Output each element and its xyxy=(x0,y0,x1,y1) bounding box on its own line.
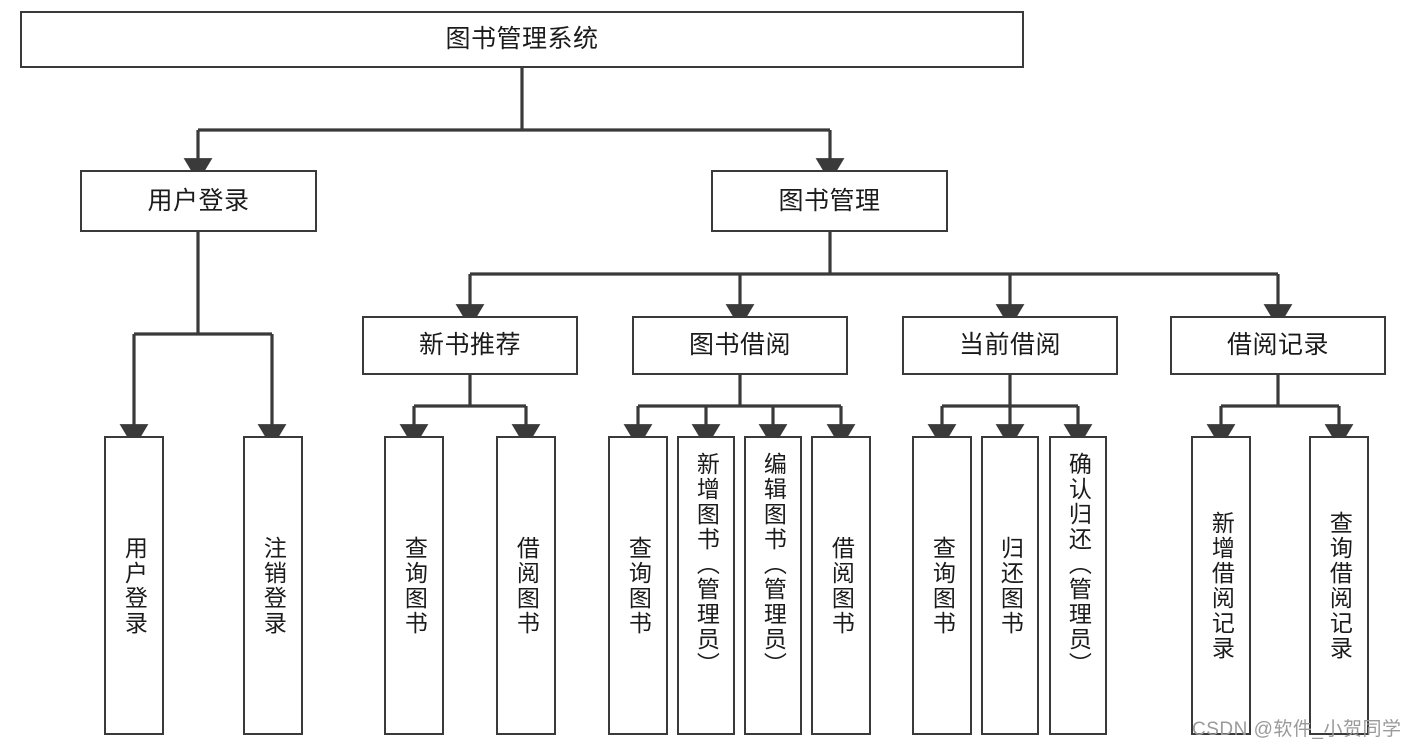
node-label: 新增借阅记录 xyxy=(1208,510,1235,661)
node-root-book-management-system[interactable]: 图书管理系统 xyxy=(20,11,1024,68)
node-label: 编辑图书（管理员） xyxy=(760,452,787,677)
node-user-login[interactable]: 用户登录 xyxy=(80,170,317,232)
node-label: 借阅图书 xyxy=(828,535,855,636)
node-label: 用户登录 xyxy=(147,186,250,215)
leaf-return-books[interactable]: 归还图书 xyxy=(981,436,1039,735)
leaf-borrow-books-new[interactable]: 借阅图书 xyxy=(496,436,556,735)
node-label: 借阅图书 xyxy=(513,535,540,636)
leaf-query-books-borrow[interactable]: 查询图书 xyxy=(608,436,668,735)
watermark: CSDN @软件_小贺同学 xyxy=(1192,719,1402,740)
node-label: 图书借阅 xyxy=(688,331,791,359)
leaf-query-books-current[interactable]: 查询图书 xyxy=(912,436,972,735)
node-label: 当前借阅 xyxy=(958,331,1061,359)
node-label: 用户登录 xyxy=(121,535,148,636)
leaf-confirm-return-admin[interactable]: 确认归还（管理员） xyxy=(1049,436,1107,735)
node-new-book-recommendation[interactable]: 新书推荐 xyxy=(362,316,578,375)
node-label: 图书管理系统 xyxy=(445,25,599,53)
node-label: 新增图书（管理员） xyxy=(693,452,720,677)
node-current-borrowing[interactable]: 当前借阅 xyxy=(902,316,1118,375)
node-label: 确认归还（管理员） xyxy=(1065,452,1092,677)
leaf-query-borrow-record[interactable]: 查询借阅记录 xyxy=(1309,436,1369,735)
node-label: 注销登录 xyxy=(260,535,287,636)
leaf-borrow-books[interactable]: 借阅图书 xyxy=(811,436,871,735)
leaf-user-login[interactable]: 用户登录 xyxy=(104,436,164,735)
node-label: 图书管理 xyxy=(778,186,881,215)
node-book-management[interactable]: 图书管理 xyxy=(711,170,948,232)
node-label: 查询借阅记录 xyxy=(1326,510,1353,661)
leaf-add-borrow-record[interactable]: 新增借阅记录 xyxy=(1191,436,1251,735)
leaf-logout[interactable]: 注销登录 xyxy=(243,436,303,735)
node-label: 查询图书 xyxy=(929,535,956,636)
leaf-query-books-new[interactable]: 查询图书 xyxy=(384,436,444,735)
node-book-borrowing[interactable]: 图书借阅 xyxy=(632,316,848,375)
leaf-edit-book-admin[interactable]: 编辑图书（管理员） xyxy=(744,436,802,735)
node-label: 新书推荐 xyxy=(418,331,521,359)
node-label: 借阅记录 xyxy=(1226,331,1329,359)
node-borrow-records[interactable]: 借阅记录 xyxy=(1170,316,1386,375)
node-label: 归还图书 xyxy=(997,535,1024,636)
node-label: 查询图书 xyxy=(625,535,652,636)
node-label: 查询图书 xyxy=(401,535,428,636)
leaf-add-book-admin[interactable]: 新增图书（管理员） xyxy=(677,436,735,735)
